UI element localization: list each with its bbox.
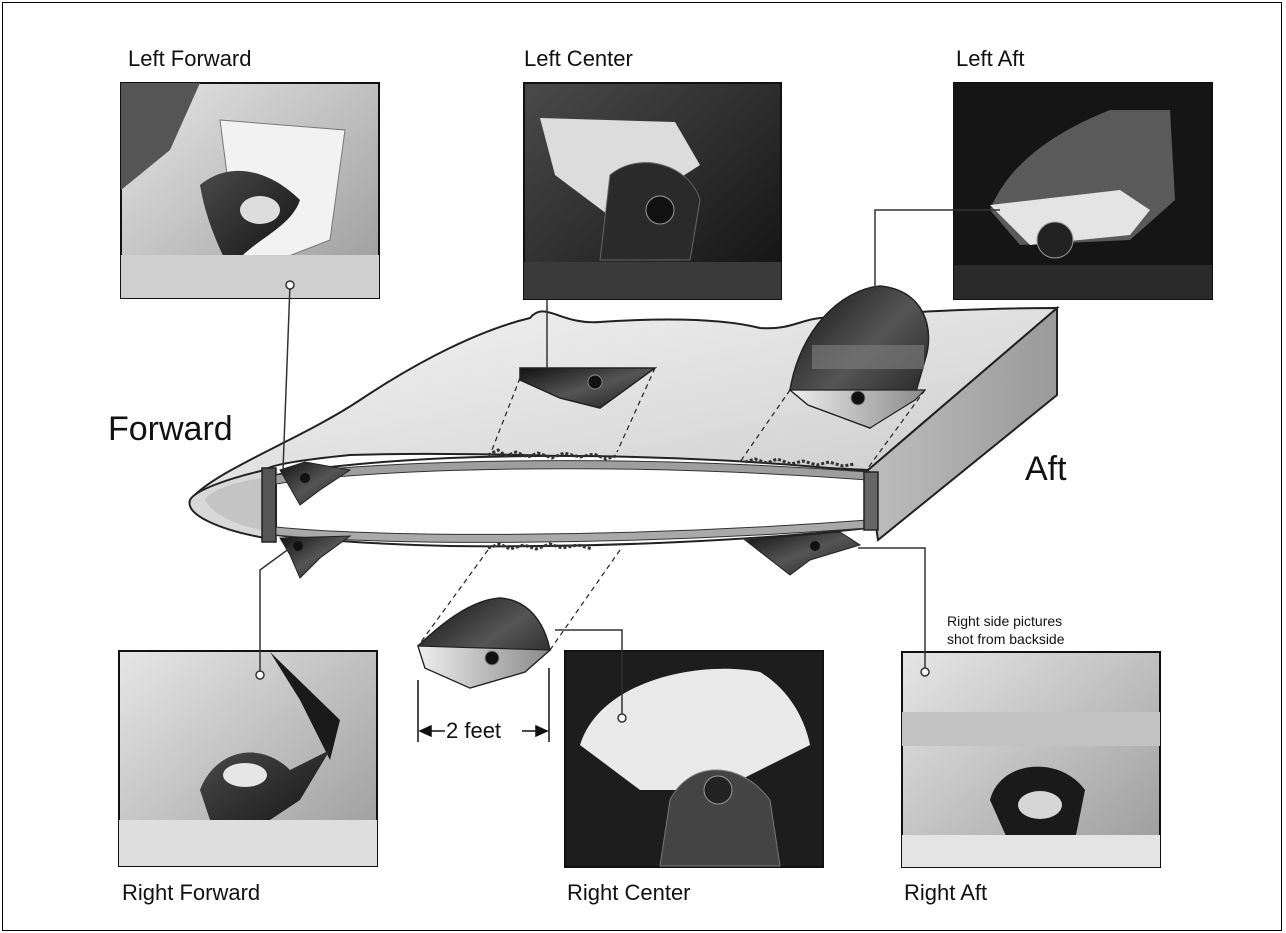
photo-left-forward — [121, 83, 379, 298]
label-aft: Aft — [1025, 450, 1067, 489]
label-left-aft: Left Aft — [956, 46, 1025, 72]
label-left-center: Left Center — [524, 46, 633, 72]
label-right-forward: Right Forward — [122, 880, 260, 906]
photo-left-aft — [954, 83, 1212, 299]
note-line-1: Right side pictures — [947, 612, 1065, 630]
note-line-2: shot from backside — [947, 630, 1065, 648]
fitting-wing-right-forward — [280, 536, 350, 578]
label-left-forward: Left Forward — [128, 46, 252, 72]
photo-left-center — [524, 83, 781, 299]
photo-right-aft — [902, 652, 1160, 867]
note-right-side: Right side pictures shot from backside — [947, 612, 1065, 648]
photo-right-forward — [119, 651, 377, 866]
label-forward: Forward — [108, 410, 233, 449]
label-right-aft: Right Aft — [904, 880, 987, 906]
dimension-label: 2 feet — [446, 718, 501, 744]
fitting-wing-right-aft — [745, 532, 860, 575]
photo-right-center — [565, 651, 823, 867]
fitting-right-center-detail — [418, 598, 550, 688]
label-right-center: Right Center — [567, 880, 691, 906]
